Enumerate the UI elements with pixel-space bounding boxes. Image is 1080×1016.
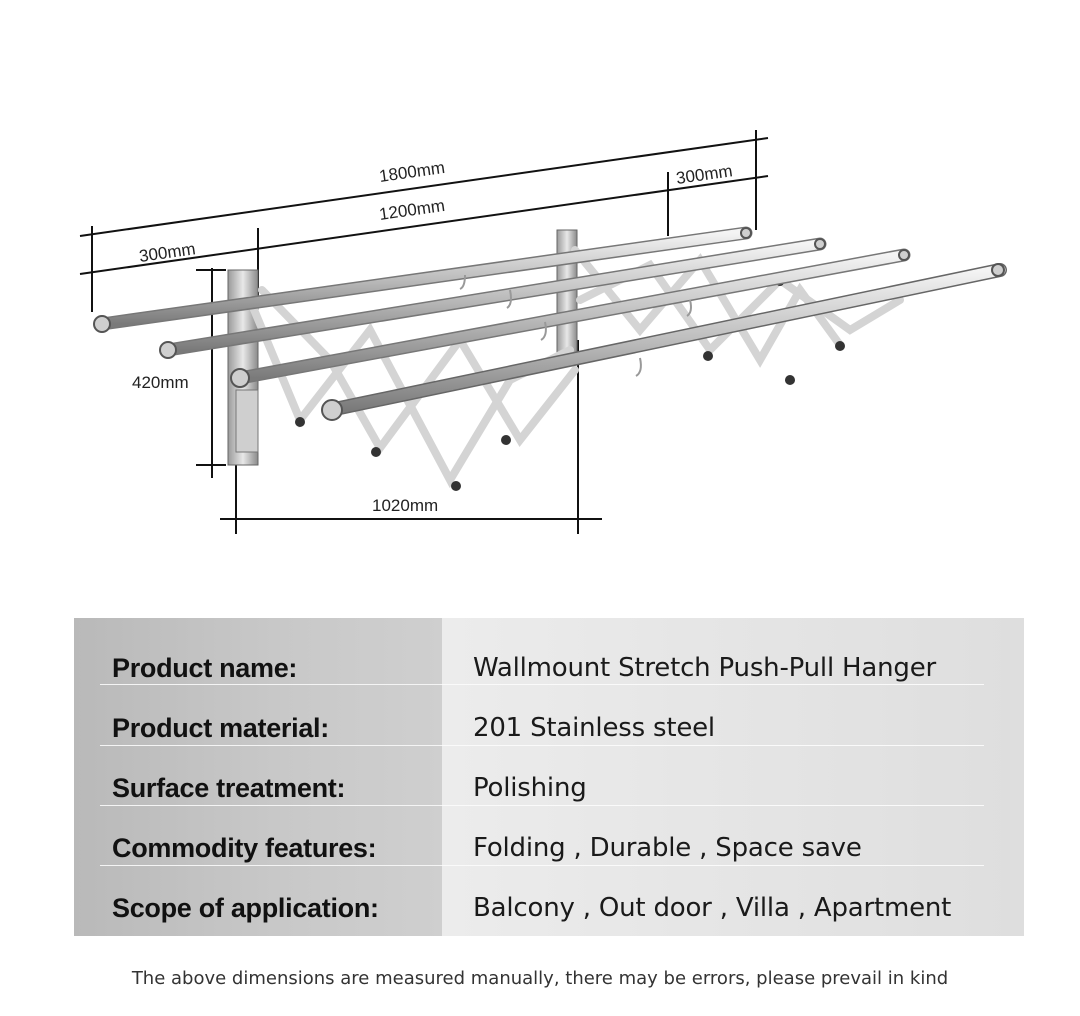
dimension-main-length: 1200mm [378, 196, 446, 224]
spec-divider [100, 805, 442, 806]
spec-label-scope-of-application: Scope of application: [112, 892, 379, 923]
spec-value-column: Wallmount Stretch Push-Pull Hanger 201 S… [442, 618, 1024, 936]
rod-end-caps [93, 227, 1005, 421]
spec-row-label: Product name: [74, 638, 442, 698]
footnote-disclaimer: The above dimensions are measured manual… [131, 968, 949, 989]
hanger-dimension-diagram: 1800mm 1200mm 300mm 300mm 420mm 1020mm [79, 130, 1007, 534]
dimension-depth: 1020mm [372, 496, 438, 515]
spec-value-scope-of-application: Balcony , Out door , Villa , Apartment [473, 893, 952, 923]
dimension-left-extension: 300mm [138, 239, 197, 266]
spec-table: Product name: Product material: Surface … [74, 618, 1024, 936]
hanging-rods [95, 226, 1007, 417]
spec-row-value: Balcony , Out door , Villa , Apartment [442, 878, 1024, 938]
spec-row-value: 201 Stainless steel [442, 698, 1024, 758]
spec-divider [100, 684, 442, 685]
spec-label-commodity-features: Commodity features: [112, 832, 377, 863]
spec-row-value: Polishing [442, 758, 1024, 818]
spec-divider [442, 745, 984, 746]
spec-divider [442, 865, 984, 866]
hanger-hooks [459, 274, 692, 377]
spec-label-product-material: Product material: [112, 712, 329, 743]
dimension-right-extension: 300mm [675, 161, 734, 188]
spec-value-product-material: 201 Stainless steel [473, 713, 715, 743]
dimension-lines [79, 130, 769, 534]
spec-value-commodity-features: Folding , Durable , Space save [473, 833, 862, 863]
spec-row-value: Wallmount Stretch Push-Pull Hanger [442, 638, 1024, 698]
spec-divider [100, 745, 442, 746]
spec-row-label: Scope of application: [74, 878, 442, 938]
spec-divider [442, 805, 984, 806]
spec-row-value: Folding , Durable , Space save [442, 818, 1024, 878]
dimension-height: 420mm [132, 373, 189, 392]
dimension-total-length: 1800mm [378, 158, 446, 186]
spec-value-product-name: Wallmount Stretch Push-Pull Hanger [473, 653, 936, 683]
spec-row-label: Surface treatment: [74, 758, 442, 818]
spec-label-surface-treatment: Surface treatment: [112, 772, 346, 803]
spec-row-label: Product material: [74, 698, 442, 758]
spec-divider [100, 865, 442, 866]
spec-label-column: Product name: Product material: Surface … [74, 618, 442, 936]
spec-label-product-name: Product name: [112, 652, 298, 683]
spec-value-surface-treatment: Polishing [473, 773, 587, 803]
spec-divider [442, 684, 984, 685]
spec-row-label: Commodity features: [74, 818, 442, 878]
